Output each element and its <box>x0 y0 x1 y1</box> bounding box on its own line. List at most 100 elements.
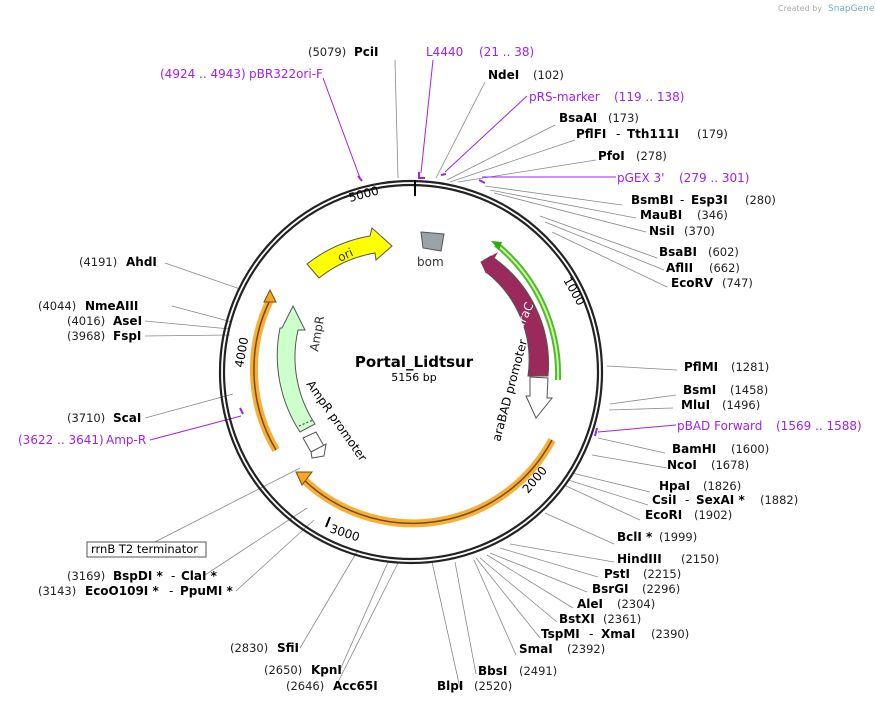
site-pos-tth111i: (179) <box>697 127 728 141</box>
site-name-kpni: KpnI <box>311 663 342 677</box>
site-name-asei: AseI <box>113 314 142 328</box>
site-name-ecorv: EcoRV <box>671 276 714 290</box>
watermark-text: Created by <box>778 4 822 13</box>
site-name-ndei: NdeI <box>488 68 519 82</box>
site-pos-ncoi: (1678) <box>711 458 749 472</box>
primer-range-pbr322ori: (4924 .. 4943) <box>160 67 246 81</box>
site-name-mlui: MluI <box>681 398 710 412</box>
primer-name-l4440: L4440 <box>426 45 463 59</box>
site-name-bsmi: BsmI <box>683 383 716 397</box>
orange-feature-left-core <box>253 299 277 451</box>
ampr-dash <box>298 419 314 427</box>
site-pos-pcii: (5079) <box>308 45 346 59</box>
site-name-smai: SmaI <box>519 642 553 656</box>
site-pos-ahdi: (4191) <box>79 255 117 269</box>
primer-name-pgex3: pGEX 3' <box>617 171 664 185</box>
site-name-bamhi: BamHI <box>672 442 716 456</box>
site-name-aflii: AflII <box>666 261 693 275</box>
primer-range-amp-r: (3622 .. 3641) <box>18 433 104 447</box>
bom-feature <box>420 231 445 252</box>
site-pos-maubi: (346) <box>697 208 728 222</box>
site-pos-ndei: (102) <box>533 68 564 82</box>
primer-range-prs-marker: (119 .. 138) <box>614 90 684 104</box>
site-pos-blpi: (2520) <box>474 679 512 693</box>
site-name-sfii: SfiI <box>277 641 299 655</box>
site-pos-bsaai: (173) <box>608 111 639 125</box>
site-name-bcli: BclI * <box>617 530 653 544</box>
primer-range-pbad-forward: (1569 .. 1588) <box>776 419 862 433</box>
site-name-maubi: MauBI <box>640 208 682 222</box>
site-pos-bamhi: (1600) <box>731 442 769 456</box>
orange-feature-left-arrow <box>263 288 277 303</box>
site-pos-sfii: (2830) <box>230 641 268 655</box>
site-pos-pfoi: (278) <box>636 149 667 163</box>
site-name-bbsi: BbsI <box>478 664 507 678</box>
tick-4000: 4000 <box>232 336 251 369</box>
site-pos-scai: (3710) <box>67 411 105 425</box>
site-name-tth111i: Tth111I <box>627 127 679 141</box>
site-name-scai: ScaI <box>113 411 141 425</box>
backbone-outer <box>218 179 604 565</box>
site-name-pfoi: PfoI <box>598 149 625 163</box>
site-name-psti: PstI <box>604 567 630 581</box>
arac-arrowhead <box>481 252 498 274</box>
tick-5000: 5000 <box>347 183 380 204</box>
site-pos-sexai: (1882) <box>760 493 798 507</box>
arac-track-core <box>495 243 560 381</box>
site-pos-psti: (2215) <box>643 567 681 581</box>
rrnb-box <box>86 541 207 558</box>
site-name-pflfi: PflFI <box>576 127 606 141</box>
site-name-sexai: SexAI * <box>696 493 745 507</box>
site-pos-ecorv: (747) <box>722 276 753 290</box>
site-sep-bspdi: - <box>171 569 175 583</box>
site-name-csii: CsiI <box>652 493 677 507</box>
site-pos-ecori: (1902) <box>694 508 732 522</box>
site-name-ecoo109i: EcoO109I * <box>85 584 159 598</box>
site-name-alei: AleI <box>577 597 603 611</box>
site-pos-xmai: (2390) <box>651 627 689 641</box>
site-name-ecori: EcoRI <box>645 508 682 522</box>
site-name-clai: ClaI * <box>181 569 218 583</box>
ori-label: ori <box>335 245 355 264</box>
primer-labels: L4440 (21 .. 38) (4924 .. 4943) pBR322or… <box>18 45 862 447</box>
site-pos-bspdi: (3169) <box>67 569 105 583</box>
primer-name-amp-r: Amp-R <box>106 433 146 447</box>
site-name-bspdi: BspDI * <box>113 569 163 583</box>
site-pos-acc65i: (2646) <box>286 679 324 693</box>
orange-feature-bottom <box>299 438 556 528</box>
site-name-bsabi: BsaBI <box>659 245 697 259</box>
ampr-promoter-arrow <box>310 443 327 459</box>
site-pos-smai: (2392) <box>567 642 605 656</box>
site-name-ppumi: PpuMI * <box>180 584 234 598</box>
site-name-bsmbi: BsmBI <box>631 193 673 207</box>
orange-feature-bottom-arrow <box>295 471 314 486</box>
site-pos-alei: (2304) <box>617 597 655 611</box>
site-sep-ecoo109i: - <box>169 584 173 598</box>
site-name-hpai: HpaI <box>659 479 690 493</box>
site-pos-bsmi: (1458) <box>730 383 768 397</box>
arac-track-arrow <box>491 241 502 250</box>
ori-feature <box>306 227 393 279</box>
site-pos-fspi: (3968) <box>67 329 105 343</box>
site-name-blpi: BlpI <box>437 679 463 693</box>
site-sep-pflfi: - <box>616 127 620 141</box>
primer-name-pbad-forward: pBAD Forward <box>677 419 762 433</box>
site-name-bsrgi: BsrGI <box>592 582 629 596</box>
orange-feature-bottom-core <box>301 439 553 525</box>
site-pos-bsrgi: (2296) <box>642 582 680 596</box>
rrnb-label: rrnB T2 terminator <box>91 542 198 556</box>
site-pos-bsabi: (602) <box>708 245 739 259</box>
tick-3000-mark <box>325 516 331 528</box>
site-name-acc65i: Acc65I <box>333 679 378 693</box>
site-pos-kpni: (2650) <box>264 663 302 677</box>
site-pos-pflmi: (1281) <box>731 360 769 374</box>
primer-markers <box>239 172 598 437</box>
ampr-label: AmpR <box>307 315 327 353</box>
site-sep-bsmbi: - <box>680 193 684 207</box>
site-sep-csii: - <box>685 493 689 507</box>
arabad-promoter-feature <box>525 376 554 419</box>
leader-lines <box>144 59 678 689</box>
site-name-bstxi: BstXI <box>559 612 595 626</box>
site-name-tspmi: TspMI <box>541 627 580 641</box>
